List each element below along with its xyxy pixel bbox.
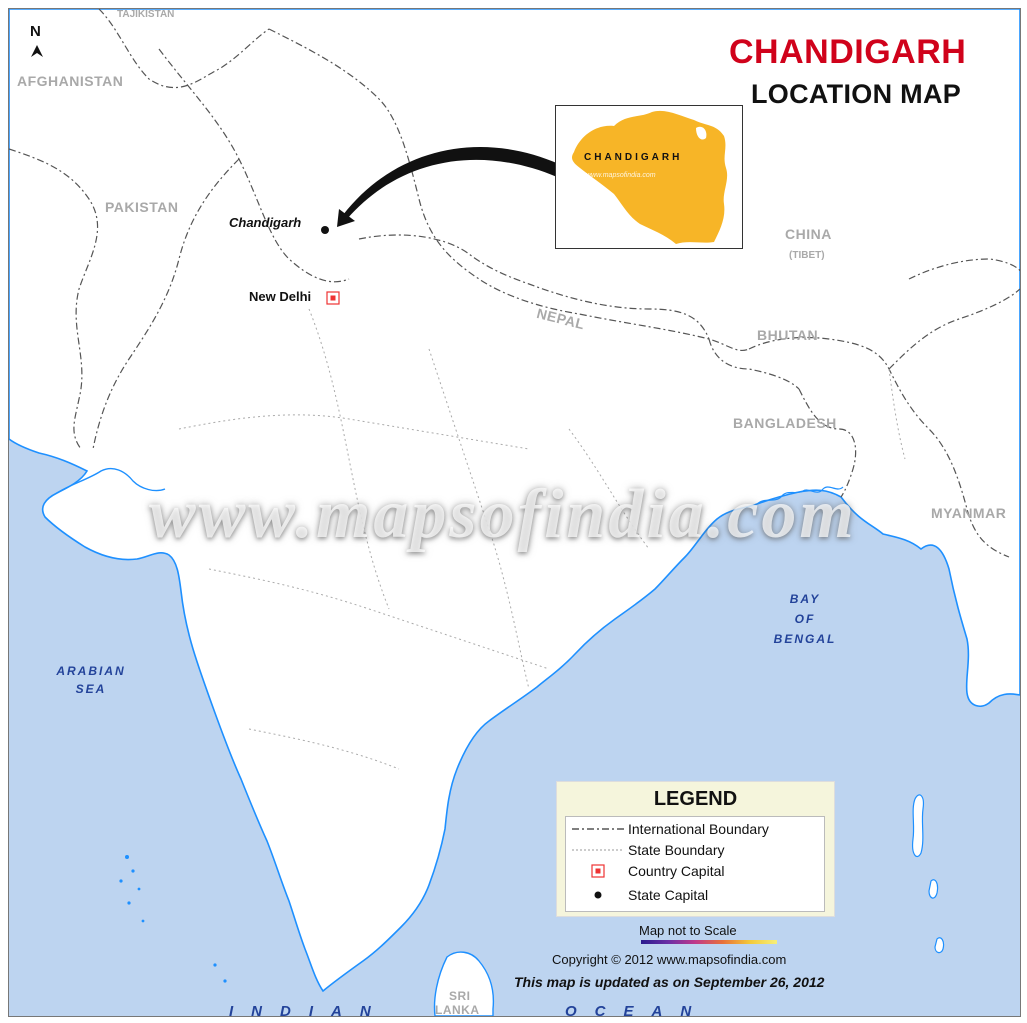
pointer-arrow [343,146,559,219]
country-capital-icon [591,864,605,878]
inset-label: CHANDIGARH [584,152,683,163]
land-nicobar-islands [928,879,945,954]
legend-item-label: State Capital [628,887,709,903]
legend-item: International Boundary [566,819,824,839]
legend-items: International Boundary State Boundary Co… [565,816,825,912]
updated-date-text: This map is updated as on September 26, … [514,974,825,990]
label-indian: INDIAN [229,1003,389,1017]
land-andaman-islands [912,794,924,858]
legend-item: Country Capital [566,861,824,881]
north-arrow-icon [31,45,43,57]
new-delhi-marker-core [330,295,336,301]
international-boundary-symbol [572,828,624,830]
label-bangladesh: BANGLADESH [733,415,837,431]
coast-delta [756,486,844,505]
north-letter: N [30,23,41,40]
legend-item-label: International Boundary [628,821,769,837]
map-frame: CHANDIGARH LOCATION MAP N TAJIKISTAN AFG… [8,8,1021,1017]
inset-watermark: www.mapsofindia.com [586,172,656,179]
label-afghanistan: AFGHANISTAN [17,73,124,89]
state-boundaries [178,308,906,770]
legend-title: LEGEND [653,788,738,810]
copyright-text: Copyright © 2012 www.mapsofindia.com [552,952,787,967]
chandigarh-marker[interactable] [321,226,329,234]
legend: LEGEND International Boundary State Boun… [556,781,835,917]
label-tibet: (TIBET) [789,250,825,261]
state-capital-icon [594,891,602,899]
label-chandigarh: Chandigarh [229,215,302,230]
legend-item-label: State Boundary [628,842,725,858]
map-title: CHANDIGARH [729,33,967,71]
label-tajikistan: TAJIKISTAN [117,9,175,20]
label-of: OF [794,612,816,626]
label-bengal: BENGAL [773,632,837,646]
chandigarh-inset-shape [572,110,728,245]
international-boundaries [9,9,1020,558]
label-myanmar: MYANMAR [931,505,1007,521]
scale-gradient-bar [641,940,777,944]
label-sea: SEA [75,682,107,696]
label-china: CHINA [785,226,832,242]
land-lakshadweep [119,855,227,983]
label-sri-lanka-2: LANKA [435,1003,480,1017]
land-mainland [9,9,1020,993]
label-sri-lanka-1: SRI [449,989,471,1003]
land-sri-lanka [433,951,495,1016]
map-canvas [9,9,1020,1016]
legend-item-label: Country Capital [628,863,725,879]
label-ocean: OCEAN [565,1003,710,1017]
chandigarh-inset: CHANDIGARH www.mapsofindia.com [555,105,743,249]
label-bhutan: BHUTAN [757,327,819,343]
legend-item: State Capital [566,885,824,905]
watermark: www.mapsofindia.com [149,476,857,553]
map-subtitle: LOCATION MAP [751,79,962,109]
scale-note: Map not to Scale [639,923,737,938]
state-boundary-symbol [572,849,624,851]
pointer-arrow-head [337,209,355,227]
coast-gujarat [56,467,166,494]
legend-item: State Boundary [566,840,824,860]
label-bay: BAY [789,592,821,606]
label-arabian: ARABIAN [56,664,126,678]
label-new-delhi: New Delhi [249,289,312,304]
label-pakistan: PAKISTAN [105,199,179,215]
